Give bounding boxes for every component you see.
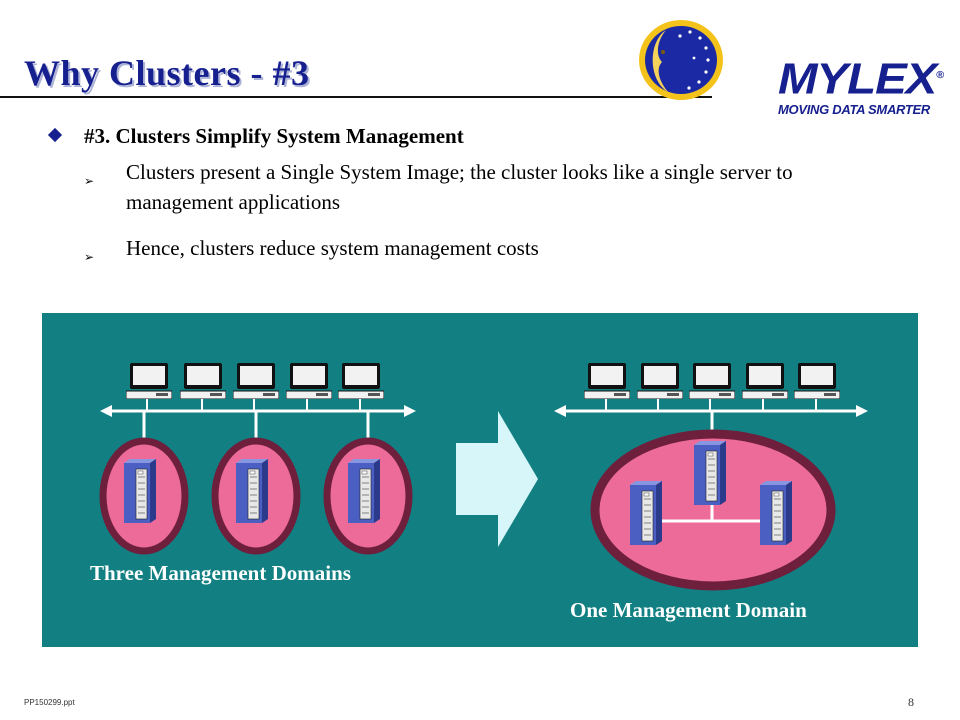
workstation-icon xyxy=(126,363,172,411)
logo-wordmark: MYLEX® xyxy=(778,54,944,104)
workstation-icon xyxy=(794,363,840,411)
right-domain-label: One Management Domain xyxy=(570,598,807,622)
diagram-canvas xyxy=(99,363,868,591)
workstation-icon xyxy=(742,363,788,411)
workstation-icon xyxy=(338,363,384,411)
right-domain xyxy=(590,411,836,591)
moon-stars-icon xyxy=(639,20,723,100)
title-underline xyxy=(0,96,712,98)
arrowhead-bullet-icon: ➢ xyxy=(84,250,95,264)
right-workstations xyxy=(584,363,840,411)
page-number: 8 xyxy=(908,695,914,709)
server-icon xyxy=(693,441,727,505)
left-domain-label: Three Management Domains xyxy=(90,561,351,585)
server-icon xyxy=(759,481,793,545)
workstation-icon xyxy=(180,363,226,411)
workstation-icon xyxy=(637,363,683,411)
workstation-icon xyxy=(233,363,279,411)
cluster-diagram: Three Management Domains One Management … xyxy=(42,313,918,647)
left-workstations xyxy=(126,363,384,411)
workstation-icon xyxy=(584,363,630,411)
main-bullet-text: #3. Clusters Simplify System Management xyxy=(84,124,464,148)
server-icon xyxy=(235,459,269,523)
server-icon xyxy=(347,459,381,523)
right-arrow-icon xyxy=(456,411,538,547)
server-icon xyxy=(123,459,157,523)
slide-title: Why Clusters - #3 xyxy=(24,53,310,93)
left-domains xyxy=(99,411,413,555)
diamond-bullet-icon xyxy=(47,127,63,143)
management-domain xyxy=(99,437,189,555)
arrowhead-bullet-icon: ➢ xyxy=(84,174,95,188)
management-domain xyxy=(211,437,301,555)
workstation-icon xyxy=(286,363,332,411)
logo-tagline: MOVING DATA SMARTER xyxy=(778,101,930,117)
workstation-icon xyxy=(689,363,735,411)
sub-bullet-text: Clusters present a Single System Image; … xyxy=(126,160,793,214)
mylex-logo: MYLEX® MOVING DATA SMARTER xyxy=(778,56,944,117)
server-icon xyxy=(629,481,663,545)
footer-filename: PP150299.ppt xyxy=(24,698,75,707)
management-domain xyxy=(323,437,413,555)
sub-bullet-text: Hence, clusters reduce system management… xyxy=(126,236,539,260)
